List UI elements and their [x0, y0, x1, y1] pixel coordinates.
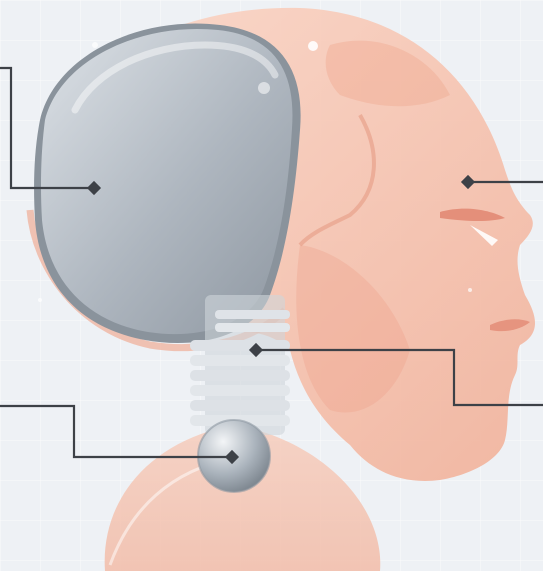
- callout-marker: [460, 174, 476, 190]
- brain-cover: [34, 23, 301, 344]
- callout-marker: [224, 449, 240, 465]
- neck-spring: [190, 295, 290, 435]
- callout-marker: [248, 342, 264, 358]
- callout-neck-joint: [0, 404, 240, 465]
- callout-neck-spring: [248, 342, 543, 407]
- callout-face: [460, 174, 543, 190]
